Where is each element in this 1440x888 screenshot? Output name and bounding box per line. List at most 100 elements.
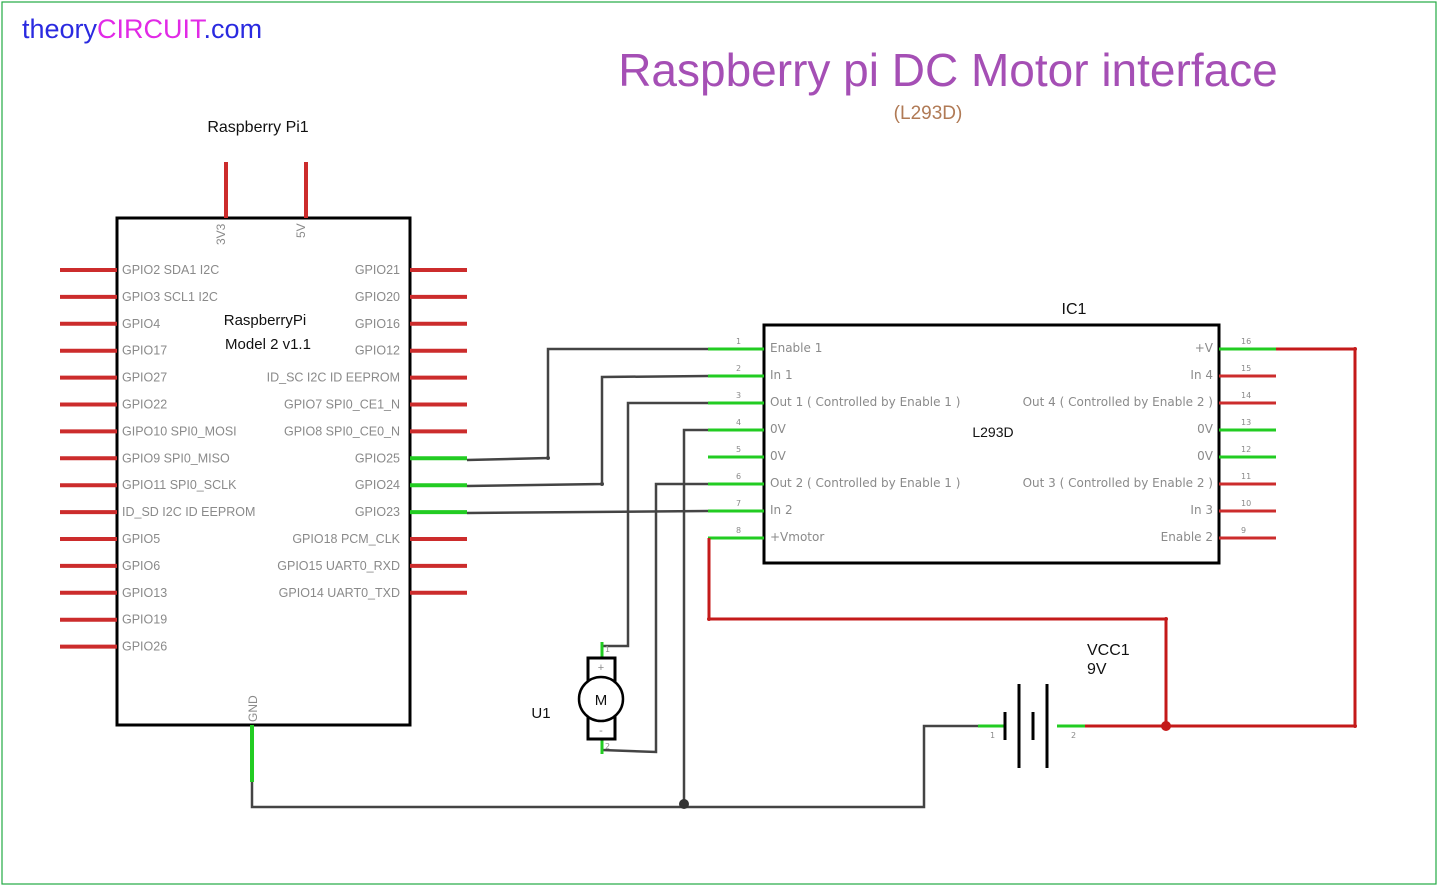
- battery-value: 9V: [1087, 661, 1107, 678]
- motor-symbol: M: [595, 692, 608, 709]
- rpi-body: [115, 216, 412, 727]
- ic-pin-number: 2: [736, 364, 741, 373]
- rpi-left-pin-label: GPIO19: [122, 613, 167, 627]
- ic-right-pin-group: 16 +V 15 In 4 14 Out 4 ( Controlled by Enable…: [1023, 337, 1276, 544]
- ic-reference: IC1: [1062, 301, 1087, 318]
- motor-circle: [577, 675, 625, 723]
- wire-vmotor-battery: [707, 538, 1168, 726]
- rpi-right-pin-label: GPIO16: [355, 317, 400, 331]
- site-logo[interactable]: theoryCIRCUIT.com: [22, 14, 262, 44]
- rpi-name-line1: RaspberryPi: [224, 312, 307, 329]
- motor-plus: +: [598, 662, 604, 674]
- rpi-left-pin-label: GIPO10 SPI0_MOSI: [122, 424, 237, 438]
- rpi-right-pin-label: GPIO23: [355, 505, 400, 519]
- corner-dot-2: [600, 482, 604, 486]
- logo-theory: theory: [22, 14, 98, 44]
- ic-pin-number: 3: [736, 391, 741, 400]
- raspberry-pi-component: Raspberry Pi1 3V3 5V GND RaspberryPi Mod…: [60, 119, 467, 782]
- ic-pin-label: Enable 1: [770, 341, 822, 355]
- ic-pin-number: 15: [1241, 364, 1251, 373]
- rpi-right-pin-label: GPIO14 UART0_TXD: [279, 586, 400, 600]
- ic-pin-label: +Vmotor: [770, 530, 824, 544]
- ic-pin-number: 16: [1241, 337, 1251, 346]
- ic-pin-label: In 3: [1190, 503, 1213, 517]
- ic-pin-number: 1: [736, 337, 741, 346]
- motor-pin1-number: 1: [605, 645, 610, 654]
- ic-pin-label: 0V: [1197, 422, 1214, 436]
- corner-dot-4: [1353, 724, 1357, 728]
- rpi-left-pin-label: GPIO2 SDA1 I2C: [122, 263, 219, 277]
- ic-pin-number: 6: [736, 472, 741, 481]
- rpi-left-pin-label: GPIO13: [122, 586, 167, 600]
- corner-dot-1: [546, 456, 550, 460]
- wire-battery-vplus: [1085, 347, 1357, 728]
- rpi-name-line2: Model 2 v1.1: [225, 336, 311, 353]
- ic-body: [762, 323, 1221, 565]
- motor-pin2-number: 2: [605, 742, 610, 751]
- rpi-right-pin-label: GPIO8 SPI0_CE0_N: [284, 424, 400, 438]
- ic-left-pin-group: 1 Enable 1 2 In 1 3 Out 1 ( Controlled by Ena…: [708, 337, 960, 544]
- corner-dot-3: [1353, 347, 1357, 351]
- wire-ground-bus: [250, 724, 978, 809]
- motor-minus: -: [599, 725, 603, 737]
- rpi-pin-gnd-label: GND: [246, 695, 260, 722]
- diagram-subtitle: (L293D): [894, 103, 963, 124]
- rpi-left-pin-label: GPIO27: [122, 371, 167, 385]
- wire-out1-motor-plus: [602, 401, 708, 648]
- wire-0v-ground: [682, 428, 708, 804]
- junction-vcc: [1161, 721, 1171, 731]
- ic-pin-label: Out 4 ( Controlled by Enable 2 ): [1023, 395, 1213, 409]
- battery-pin2-number: 2: [1071, 731, 1076, 740]
- battery-reference: VCC1: [1087, 642, 1130, 659]
- ic-pin-label: 0V: [1197, 449, 1214, 463]
- ic-pin-number: 8: [736, 526, 741, 535]
- ic-pin-label: In 4: [1190, 368, 1213, 382]
- ic-pin-number: 5: [736, 445, 741, 454]
- rpi-right-pin-label: GPIO20: [355, 290, 400, 304]
- rpi-left-pin-label: GPIO9 SPI0_MISO: [122, 451, 230, 465]
- l293d-component: IC1 L293D 1 Enable 1 2 In 1 3 Out 1 ( Control…: [708, 301, 1276, 565]
- wire-gpio25-enable1: [466, 347, 708, 462]
- rpi-right-pin-label: GPIO21: [355, 263, 400, 277]
- rpi-reference: Raspberry Pi1: [207, 119, 308, 136]
- rpi-left-pin-label: GPIO17: [122, 344, 167, 358]
- rpi-left-pin-label: GPIO5: [122, 532, 160, 546]
- diagram-title: Raspberry pi DC Motor interface: [618, 44, 1278, 96]
- wire-gpio24-in1: [466, 374, 709, 488]
- ic-pin-label: Out 3 ( Controlled by Enable 2 ): [1023, 476, 1213, 490]
- corner-dot-5: [1164, 617, 1168, 621]
- ic-pin-number: 10: [1241, 499, 1251, 508]
- ic-pin-number: 11: [1241, 472, 1251, 481]
- wire-out2-motor-minus: [601, 482, 708, 754]
- ic-part-name: L293D: [972, 424, 1013, 440]
- rpi-left-pin-label: GPIO4: [122, 317, 160, 331]
- rpi-right-pin-label: GPIO18 PCM_CLK: [292, 532, 400, 546]
- battery-pin1-number: 1: [990, 731, 995, 740]
- rpi-right-pin-label: ID_SC I2C ID EEPROM: [267, 371, 400, 385]
- ic-pin-label: 0V: [770, 449, 787, 463]
- ic-pin-label: +V: [1195, 341, 1214, 355]
- ic-pin-number: 14: [1241, 391, 1251, 400]
- rpi-pin-5v-label: 5V: [294, 223, 308, 238]
- rpi-right-pin-label: GPIO12: [355, 344, 400, 358]
- corner-dot-6: [707, 617, 711, 621]
- rpi-left-pin-label: ID_SD I2C ID EEPROM: [122, 505, 255, 519]
- ic-pin-label: Out 1 ( Controlled by Enable 1 ): [770, 395, 960, 409]
- logo-com: .com: [204, 14, 263, 44]
- ic-pin-number: 4: [736, 418, 741, 427]
- rpi-right-pin-label: GPIO25: [355, 451, 400, 465]
- rpi-left-pin-label: GPIO22: [122, 398, 167, 412]
- ic-pin-label: Enable 2: [1161, 530, 1213, 544]
- ic-pin-label: In 2: [770, 503, 793, 517]
- dc-motor-component: U1 1 2 M + -: [531, 642, 625, 754]
- ic-pin-label: 0V: [770, 422, 787, 436]
- ic-pin-number: 13: [1241, 418, 1251, 427]
- ic-pin-label: Out 2 ( Controlled by Enable 1 ): [770, 476, 960, 490]
- rpi-left-pin-label: GPIO11 SPI0_SCLK: [122, 478, 237, 492]
- wire-gpio23-in2: [466, 509, 709, 515]
- ic-pin-label: In 1: [770, 368, 793, 382]
- junction-ground: [679, 799, 689, 809]
